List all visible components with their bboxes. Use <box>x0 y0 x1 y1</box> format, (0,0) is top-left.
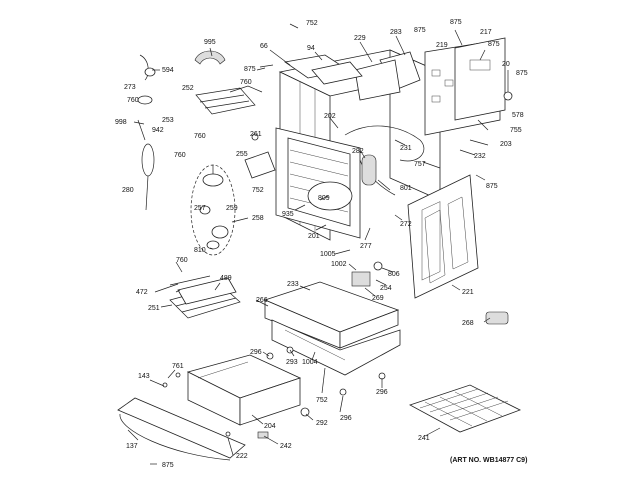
part-label: 259 <box>226 205 238 212</box>
side-panel-right <box>407 174 479 299</box>
part-label: 257 <box>194 205 206 212</box>
part-label: 489 <box>220 275 232 282</box>
part-label: 998 <box>115 119 127 126</box>
part-label: 266 <box>256 297 268 304</box>
part-label: 221 <box>462 289 474 296</box>
part-label: 995 <box>204 39 216 46</box>
part-label: 935 <box>282 211 294 218</box>
part-label: 760 <box>194 133 206 140</box>
part-labels: 752 995 66 94 229 283 875 219 875 217 87… <box>115 19 528 469</box>
part-label: 229 <box>354 35 366 42</box>
part-label: 204 <box>264 423 276 430</box>
part-label: 875 <box>486 183 498 190</box>
part-label: 752 <box>252 187 264 194</box>
part-label: 242 <box>280 443 292 450</box>
door-latch <box>485 311 509 325</box>
drawer-front-panel <box>117 397 246 459</box>
drawer-frame <box>271 319 401 376</box>
part-label: 757 <box>414 161 426 168</box>
part-label: 202 <box>324 113 336 120</box>
part-label: 801 <box>400 185 412 192</box>
part-label: 255 <box>236 151 248 158</box>
part-label: 875 <box>516 70 528 77</box>
part-label: 760 <box>174 152 186 159</box>
oven-rack <box>408 384 522 433</box>
part-label: 258 <box>252 215 264 222</box>
part-label: 222 <box>236 453 248 460</box>
part-label: 201 <box>308 233 320 240</box>
part-label: 810 <box>194 247 206 254</box>
part-label: 232 <box>474 153 486 160</box>
part-label: 1005 <box>320 251 336 258</box>
part-label: 269 <box>372 295 384 302</box>
part-label: 296 <box>340 415 352 422</box>
power-cord <box>139 54 149 81</box>
part-label: 761 <box>172 363 184 370</box>
part-label: 472 <box>136 289 148 296</box>
part-label: 292 <box>316 420 328 427</box>
part-label: 66 <box>260 43 268 50</box>
part-label: 20 <box>502 61 510 68</box>
part-label: 760 <box>240 79 252 86</box>
part-label: 252 <box>182 85 194 92</box>
part-label: 875 <box>450 19 462 26</box>
oven-bottom-bowl <box>307 181 353 211</box>
part-label: 806 <box>388 271 400 278</box>
part-label: 282 <box>352 148 364 155</box>
part-label: 280 <box>122 187 134 194</box>
part-label: 875 <box>162 462 174 469</box>
part-label: 760 <box>127 97 139 104</box>
part-label: 273 <box>124 84 136 91</box>
part-label: 578 <box>512 112 524 119</box>
part-label: 1004 <box>302 359 318 366</box>
part-label: 241 <box>418 435 430 442</box>
part-label: 875 <box>414 27 426 34</box>
part-label: 203 <box>500 141 512 148</box>
leader-lines <box>127 23 509 465</box>
line-art <box>117 37 522 461</box>
broil-element <box>195 87 256 115</box>
part-label: 760 <box>176 257 188 264</box>
part-label: 217 <box>480 29 492 36</box>
part-label: 231 <box>400 145 412 152</box>
part-label: 752 <box>316 397 328 404</box>
part-label: 942 <box>152 127 164 134</box>
part-label: 272 <box>400 221 412 228</box>
thermostat-sensor <box>361 154 377 186</box>
part-label: 268 <box>462 320 474 327</box>
part-label: 594 <box>162 67 174 74</box>
part-label: 137 <box>126 443 138 450</box>
part-label: 219 <box>436 42 448 49</box>
art-number: (ART NO. WB14877 C9) <box>450 457 527 464</box>
handle-bracket <box>194 50 226 65</box>
part-label: 293 <box>286 359 298 366</box>
terminal-block <box>351 271 371 287</box>
part-label: 1002 <box>331 261 347 268</box>
part-label: 253 <box>162 117 174 124</box>
back-cover <box>454 37 506 121</box>
part-label: 755 <box>510 127 522 134</box>
part-label: 233 <box>287 281 299 288</box>
part-label: 752 <box>306 20 318 27</box>
vent-trim <box>354 59 401 101</box>
part-label: 296 <box>250 349 262 356</box>
part-label: 283 <box>390 29 402 36</box>
part-label: 251 <box>148 305 160 312</box>
part-label: 254 <box>380 285 392 292</box>
part-label: 809 <box>318 195 330 202</box>
part-label: 296 <box>376 389 388 396</box>
part-label: 143 <box>138 373 150 380</box>
part-label: 261 <box>250 131 262 138</box>
part-label: 875 <box>488 41 500 48</box>
part-label: 875 <box>244 66 256 73</box>
part-label: 94 <box>307 45 315 52</box>
part-label: 277 <box>360 243 372 250</box>
